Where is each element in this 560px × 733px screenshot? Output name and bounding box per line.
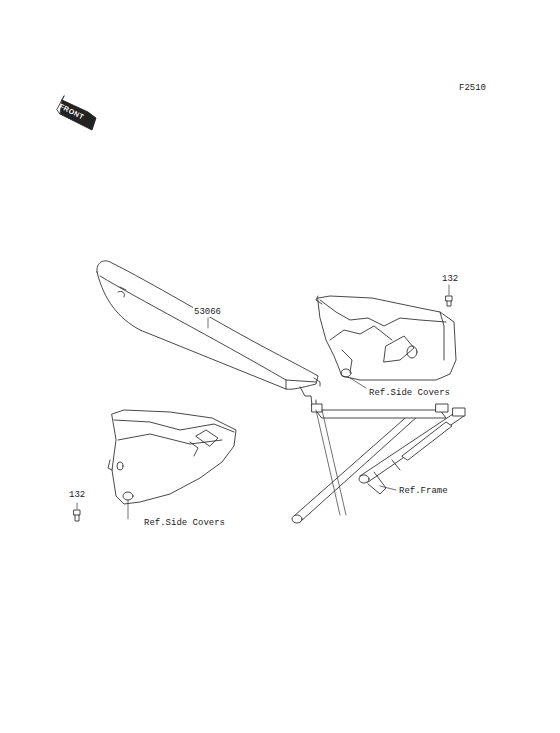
part-number: 53066 xyxy=(193,307,222,317)
reference-label: Ref.Side Covers xyxy=(368,388,451,398)
reference-label: Ref.Side Covers xyxy=(143,518,226,528)
seat xyxy=(97,261,320,408)
part-number: 132 xyxy=(441,274,459,284)
reference-label: Ref.Frame xyxy=(398,486,449,496)
bolt xyxy=(446,296,452,306)
right-side-cover xyxy=(316,296,456,380)
part-number: 132 xyxy=(68,490,86,500)
bolt xyxy=(74,510,80,521)
rear-frame xyxy=(292,404,465,523)
leader-lines xyxy=(77,285,449,519)
left-side-cover xyxy=(108,410,236,504)
figure-code: F2510 xyxy=(458,83,487,93)
